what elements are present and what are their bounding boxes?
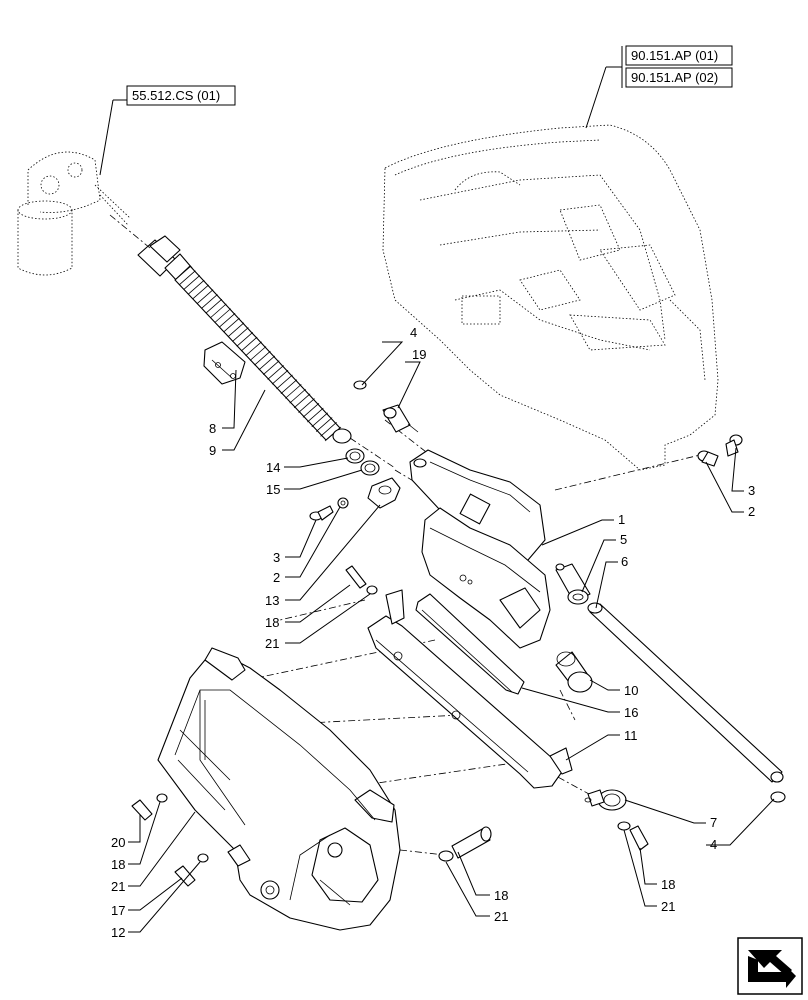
- support-bracket-20: [157, 647, 401, 931]
- bolt-18-right: [629, 825, 649, 851]
- svg-text:55.512.CS (01): 55.512.CS (01): [132, 88, 220, 103]
- svg-text:90.151.AP (02): 90.151.AP (02): [631, 70, 718, 85]
- guide-rail-16: [415, 593, 525, 695]
- washer-21-left-lower: [197, 853, 209, 863]
- washer-21-left-upper: [156, 793, 168, 803]
- leader-lines: [128, 341, 775, 933]
- callout-13: 13: [265, 593, 279, 608]
- reference-55512[interactable]: 55.512.CS (01): [126, 85, 236, 106]
- callout-14: 14: [266, 460, 280, 475]
- spacer-2-left: [337, 497, 349, 509]
- callout-17: 18: [494, 888, 508, 903]
- callout-8: 8: [209, 421, 216, 436]
- reference-90151-02[interactable]: 90.151.AP (02): [625, 67, 733, 88]
- callout-18-right: 18: [661, 877, 675, 892]
- main-bracket-1: [409, 449, 551, 649]
- spacer-ring-10: [555, 651, 593, 693]
- bushing-5: [555, 563, 591, 605]
- tube-6: [587, 602, 784, 783]
- clamp-bracket-13: [367, 477, 401, 509]
- sleeve-19: [382, 404, 419, 433]
- callout-21-left-lower: 12: [111, 925, 125, 940]
- callout-9: 9: [209, 443, 216, 458]
- o-ring-4-lower: [770, 791, 786, 803]
- callout-18-left-lower: 17: [111, 903, 125, 918]
- bolt-18-left-lower: [174, 865, 196, 887]
- callout-11: 11: [624, 728, 638, 743]
- callout-5: 5: [620, 532, 627, 547]
- bolt-17: [451, 826, 492, 859]
- washer-12: [438, 850, 454, 862]
- carrier-rail-11: [367, 589, 573, 789]
- callout-4-upper: 4: [410, 325, 417, 340]
- cab-reference: [382, 124, 719, 471]
- washer-21-right: [617, 821, 631, 831]
- callout-3-left: 3: [273, 550, 280, 565]
- callout-7: 7: [710, 815, 717, 830]
- o-ring-4-upper: [353, 380, 367, 390]
- callout-4-lower: 4: [710, 837, 717, 852]
- bolt-3-left: [309, 505, 334, 521]
- hose-clip: [203, 341, 246, 385]
- callout-18-left-upper: 20: [111, 835, 125, 850]
- callout-20: 21: [111, 879, 125, 894]
- svg-text:90.151.AP (01): 90.151.AP (01): [631, 48, 718, 63]
- callout-21-right: 21: [661, 899, 675, 914]
- seal-ring-15: [360, 460, 380, 476]
- spacer-2-right: [697, 450, 719, 467]
- reference-90151-01[interactable]: 90.151.AP (01): [625, 45, 733, 66]
- callout-18-centre: 18: [265, 615, 279, 630]
- callout-15: 15: [266, 482, 280, 497]
- callout-10: 10: [624, 683, 638, 698]
- callout-3-right: 3: [748, 483, 755, 498]
- callout-12: 21: [494, 909, 508, 924]
- bolt-18-centre: [345, 565, 367, 589]
- callout-21-centre: 21: [265, 636, 279, 651]
- bolt-18-left-upper: [131, 799, 153, 821]
- callout-16: 16: [624, 705, 638, 720]
- seal-ring-14: [345, 448, 365, 464]
- washer-21-centre: [366, 585, 378, 595]
- hose-assembly: [137, 235, 352, 444]
- callout-labels: 4 19 8 9 14 15 3 2 13 18 21 1 5 6 3 2 10…: [111, 325, 755, 940]
- callout-6: 6: [621, 554, 628, 569]
- callout-19: 19: [412, 347, 426, 362]
- callout-2-right: 2: [748, 504, 755, 519]
- next-page-arrow-icon[interactable]: [737, 937, 803, 995]
- callout-21-left-upper: 18: [111, 857, 125, 872]
- callout-2-left: 2: [273, 570, 280, 585]
- bolt-3-right: [725, 434, 743, 457]
- pipe-clamp-7: [584, 789, 627, 811]
- callout-1: 1: [618, 512, 625, 527]
- filter-head-reference: [17, 151, 131, 276]
